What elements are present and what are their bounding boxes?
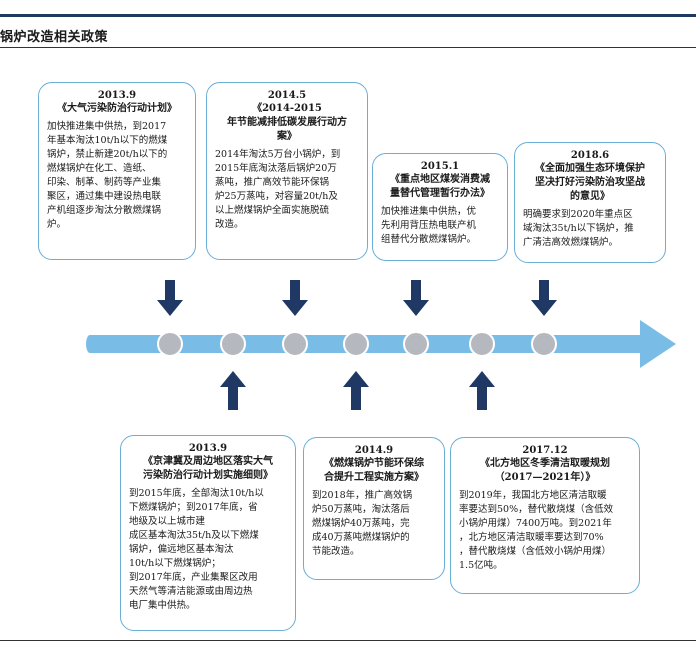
event-body: 加快推进集中供热，到2017 年基本淘汰10t/h以下的燃煤 锅炉，禁止新建20… xyxy=(47,121,168,230)
timeline-node xyxy=(531,331,557,357)
event-name: 《2014-2015 年节能减排低碳发展行动方 案》 xyxy=(227,103,347,142)
event-card-top-3: 2015.1 《重点地区煤炭消费减 量替代管理暂行办法》 加快推进集中供热，优 … xyxy=(372,153,508,261)
event-name: 《北方地区冬季清洁取暖规划 （2017—2021年）》 xyxy=(480,458,610,483)
up-arrow-icon xyxy=(343,371,369,410)
event-date: 2013.9 xyxy=(97,90,137,101)
header-top-bar xyxy=(0,14,696,17)
timeline-arrow-tail xyxy=(86,335,94,353)
page-title: 锅炉改造相关政策 xyxy=(0,30,109,45)
up-arrow-icon xyxy=(469,371,495,410)
up-arrow-icon xyxy=(220,371,246,410)
event-card-bottom-1: 2013.9 《京津冀及周边地区落实大气 污染防治行动计划实施细则》 到2015… xyxy=(120,435,296,631)
down-arrow-icon xyxy=(282,280,308,316)
event-body: 到2019年，我国北方地区清洁取暖 率要达到50%，替代散烧煤（含低效 小锅炉用… xyxy=(459,490,614,571)
event-date: 2013.9 xyxy=(188,443,228,454)
event-date: 2014.5 xyxy=(267,90,307,101)
down-arrow-icon xyxy=(157,280,183,316)
header-divider xyxy=(0,47,696,48)
timeline-node xyxy=(282,331,308,357)
event-card-top-1: 2013.9 《大气污染防治行动计划》 加快推进集中供热，到2017 年基本淘汰… xyxy=(38,82,196,260)
event-name: 《京津冀及周边地区落实大气 污染防治行动计划实施细则》 xyxy=(143,456,273,481)
event-card-bottom-2: 2014.9 《燃煤锅炉节能环保综 合提升工程实施方案》 到2018年，推广高效… xyxy=(303,437,445,580)
event-body: 加快推进集中供热，优 先利用背压热电联产机 组替代分散燃煤锅炉。 xyxy=(381,206,477,245)
timeline-node xyxy=(343,331,369,357)
event-date: 2014.9 xyxy=(354,445,394,456)
timeline-node xyxy=(220,331,246,357)
event-card-top-2: 2014.5 《2014-2015 年节能减排低碳发展行动方 案》 2014年淘… xyxy=(206,82,368,260)
event-name: 《全面加强生态环境保护 坚决打好污染防治攻坚战 的意见》 xyxy=(535,163,645,202)
event-date: 2018.6 xyxy=(570,150,610,161)
timeline-arrow xyxy=(90,320,676,368)
event-date: 2017.12 xyxy=(522,445,568,456)
down-arrow-icon xyxy=(403,280,429,316)
event-name: 《大气污染防治行动计划》 xyxy=(57,103,177,114)
event-body: 到2018年，推广高效锅 炉50万蒸吨，淘汰落后 燃煤锅炉40万蒸吨，完 成40… xyxy=(312,490,413,557)
event-body: 2014年淘汰5万台小锅炉，到 2015年底淘汰落后锅炉20万 蒸吨，推广高效节… xyxy=(215,149,341,230)
event-name: 《燃煤锅炉节能环保综 合提升工程实施方案》 xyxy=(324,458,424,483)
footer-divider xyxy=(0,640,696,641)
event-card-bottom-3: 2017.12 《北方地区冬季清洁取暖规划 （2017—2021年）》 到201… xyxy=(450,437,640,594)
down-arrow-icon xyxy=(531,280,557,316)
event-name: 《重点地区煤炭消费减 量替代管理暂行办法》 xyxy=(390,174,490,199)
timeline-node xyxy=(403,331,429,357)
event-card-top-4: 2018.6 《全面加强生态环境保护 坚决打好污染防治攻坚战 的意见》 明确要求… xyxy=(514,142,666,263)
timeline-node xyxy=(469,331,495,357)
event-body: 明确要求到2020年重点区 域淘汰35t/h以下锅炉，推 广清洁高效燃煤锅炉。 xyxy=(523,209,634,248)
event-body: 到2015年底，全部淘汰10t/h以 下燃煤锅炉；到2017年底，省 地级及以上… xyxy=(129,488,264,611)
event-date: 2015.1 xyxy=(420,161,460,172)
timeline-node xyxy=(157,331,183,357)
